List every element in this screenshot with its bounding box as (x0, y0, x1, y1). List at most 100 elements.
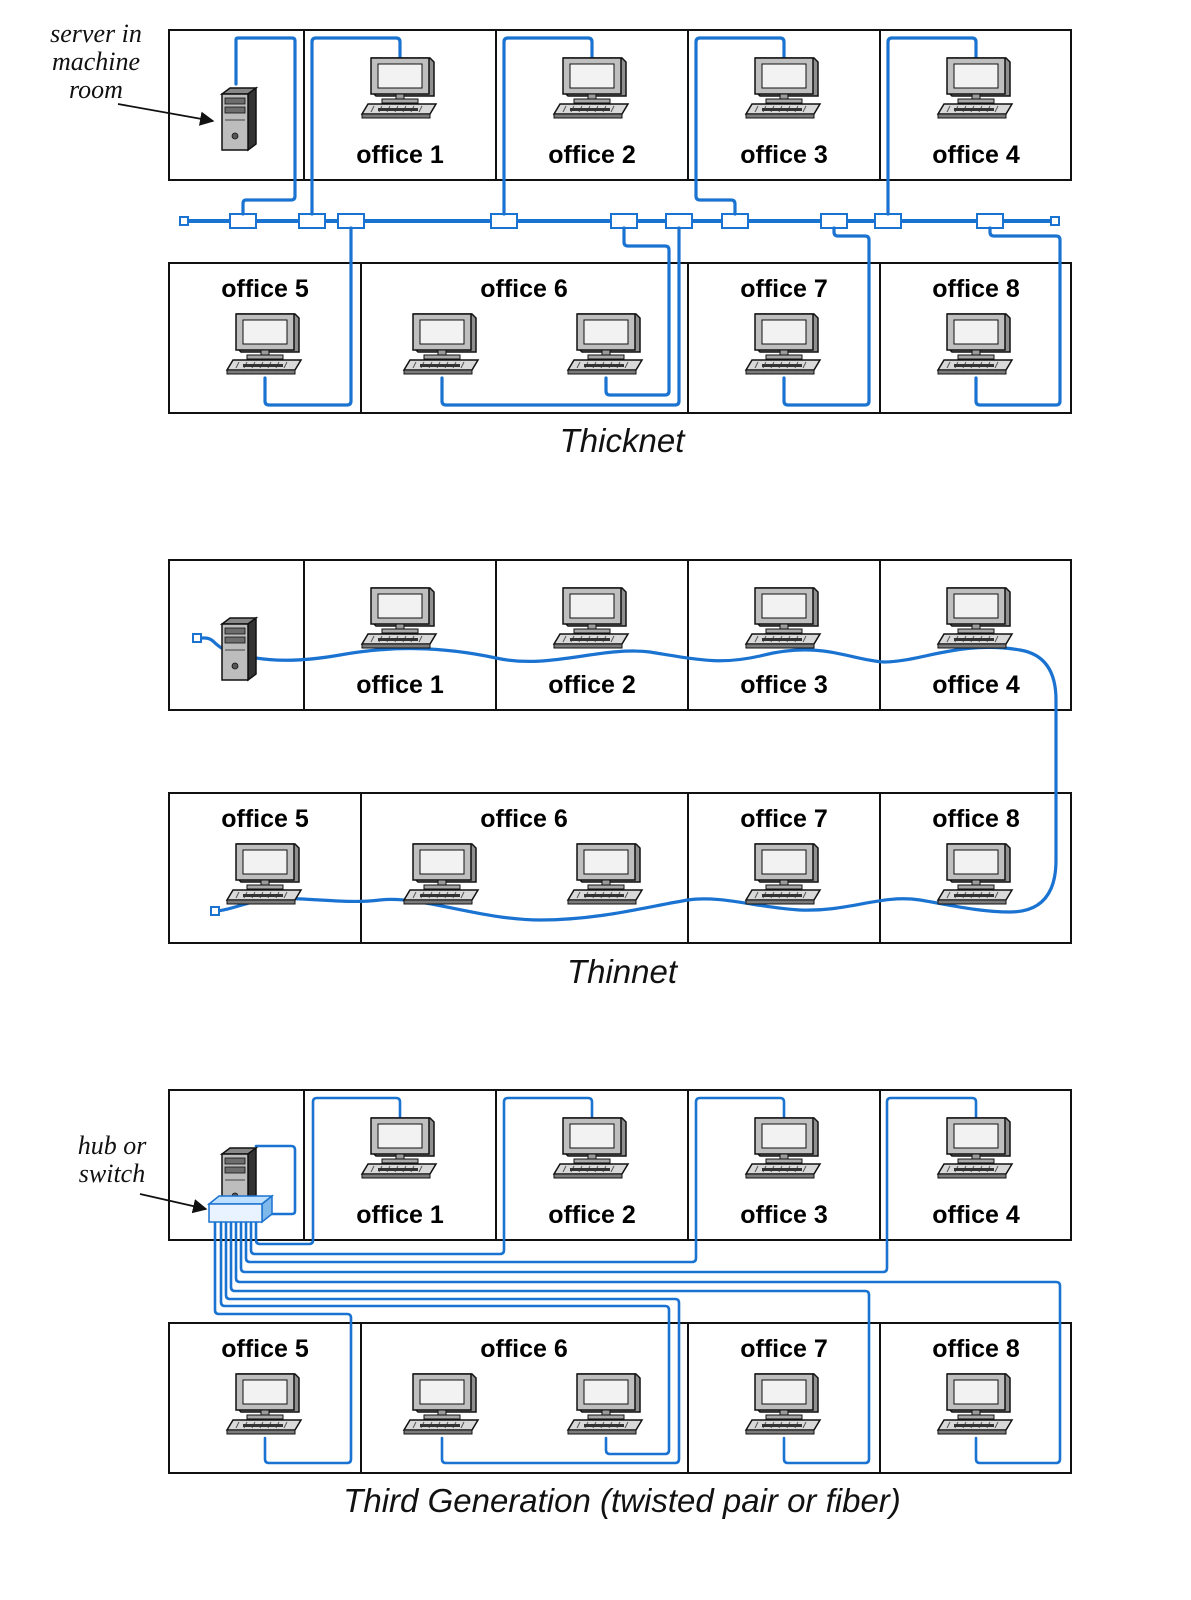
office-label-5: office 5 (221, 805, 309, 833)
caption-thinnet: Thinnet (567, 953, 679, 990)
office-label-1: office 1 (356, 141, 444, 169)
computer-office-5 (225, 1373, 303, 1435)
computer-office-4 (936, 57, 1014, 119)
computer-office-3 (744, 57, 822, 119)
star-link-office-6b (219, 1220, 671, 1456)
star-link-office-3 (244, 1096, 786, 1264)
office-label-4: office 4 (932, 141, 1020, 169)
thicknet-drop-office-1 (310, 36, 402, 216)
thicknet-drop-office-8 (974, 226, 1062, 407)
office-label-1: office 1 (356, 671, 444, 699)
transceiver-tap (665, 213, 693, 229)
computer-office-1 (360, 57, 438, 119)
computer-office-4 (936, 1117, 1014, 1179)
office-label-8: office 8 (932, 805, 1020, 833)
computer-office-6b (566, 843, 644, 905)
office-label-7: office 7 (740, 275, 828, 303)
transceiver-tap (610, 213, 638, 229)
computer-office-8 (936, 313, 1014, 375)
office-label-1: office 1 (356, 1201, 444, 1229)
annotation-hub-1: hub or (78, 1131, 148, 1160)
computer-office-6a (402, 313, 480, 375)
computer-office-1 (360, 1117, 438, 1179)
annotation-server-room-2: machine (52, 47, 140, 76)
office-label-6: office 6 (480, 275, 568, 303)
computer-office-8 (936, 843, 1014, 905)
star-link-office-8 (234, 1220, 1062, 1465)
transceiver-tap (874, 213, 902, 229)
office-label-3: office 3 (740, 1201, 828, 1229)
bottom-row-rooms-thicknet (168, 262, 1072, 414)
computer-office-6b (566, 313, 644, 375)
computer-office-6a (402, 843, 480, 905)
computer-office-7 (744, 1373, 822, 1435)
computer-office-6b (566, 1373, 644, 1435)
annotation-server-room-3: room (69, 75, 123, 104)
terminator (210, 906, 220, 916)
office-label-2: office 2 (548, 671, 636, 699)
terminator (192, 633, 202, 643)
computer-office-8 (936, 1373, 1014, 1435)
text-layer: office 1 office 2 office 3 office 4 office 5… (50, 19, 1020, 1519)
star-link-office-5 (213, 1220, 353, 1465)
annotation-server-room-1: server in (50, 19, 142, 48)
star-link-office-4 (239, 1096, 978, 1274)
office-label-4: office 4 (932, 1201, 1020, 1229)
cables-layer (179, 36, 1062, 1465)
computer-office-3 (744, 587, 822, 649)
terminator (179, 216, 189, 226)
thicknet-drop-office-6b (604, 226, 671, 397)
transceiver-tap (490, 213, 518, 229)
office-label-7: office 7 (740, 805, 828, 833)
annotation-hub-2: switch (79, 1159, 145, 1188)
terminator (1050, 216, 1060, 226)
office-label-2: office 2 (548, 1201, 636, 1229)
star-link-server (254, 1144, 297, 1216)
thicknet-drop-office-3 (694, 36, 786, 216)
computer-office-5 (225, 313, 303, 375)
thicknet-drop-office-7 (782, 226, 871, 407)
office-label-4: office 4 (932, 671, 1020, 699)
transceiver-tap (298, 213, 326, 229)
office-label-3: office 3 (740, 141, 828, 169)
annotation-arrow (139, 1193, 208, 1214)
transceiver-tap (337, 213, 365, 229)
computer-office-6a (402, 1373, 480, 1435)
computer-office-3 (744, 1117, 822, 1179)
computer-office-2 (552, 57, 630, 119)
computer-office-1 (360, 587, 438, 649)
office-label-7: office 7 (740, 1335, 828, 1363)
server-icon (219, 86, 259, 152)
computer-office-4 (936, 587, 1014, 649)
transceiver-tap (976, 213, 1004, 229)
star-link-office-1 (254, 1096, 402, 1246)
server-icon (219, 616, 259, 682)
top-row-rooms-thinnet (168, 559, 1072, 711)
thicknet-drop-office-4 (886, 36, 978, 216)
thinnet-cable (195, 636, 1058, 922)
office-label-3: office 3 (740, 671, 828, 699)
thicknet-drop-office-2 (502, 36, 594, 216)
transceiver-tap (229, 213, 257, 229)
annotation-arrow (117, 103, 215, 126)
transceiver-tap (820, 213, 848, 229)
star-link-office-7 (229, 1220, 871, 1465)
computer-office-2 (552, 1117, 630, 1179)
bottom-row-rooms-third (168, 1322, 1072, 1474)
caption-thicknet: Thicknet (560, 422, 687, 459)
transceiver-tap (721, 213, 749, 229)
office-label-6: office 6 (480, 1335, 568, 1363)
office-label-2: office 2 (548, 141, 636, 169)
computer-office-2 (552, 587, 630, 649)
hub-switch-icon (206, 1194, 275, 1224)
rooms-layer (168, 29, 1072, 1474)
computer-office-7 (744, 843, 822, 905)
thicknet-drop-office-5 (263, 226, 353, 407)
devices-layer (206, 57, 1014, 1435)
office-label-8: office 8 (932, 1335, 1020, 1363)
top-row-rooms-thicknet (168, 29, 1072, 181)
top-row-rooms-third (168, 1089, 1072, 1241)
bottom-row-rooms-thinnet (168, 792, 1072, 944)
office-label-6: office 6 (480, 805, 568, 833)
